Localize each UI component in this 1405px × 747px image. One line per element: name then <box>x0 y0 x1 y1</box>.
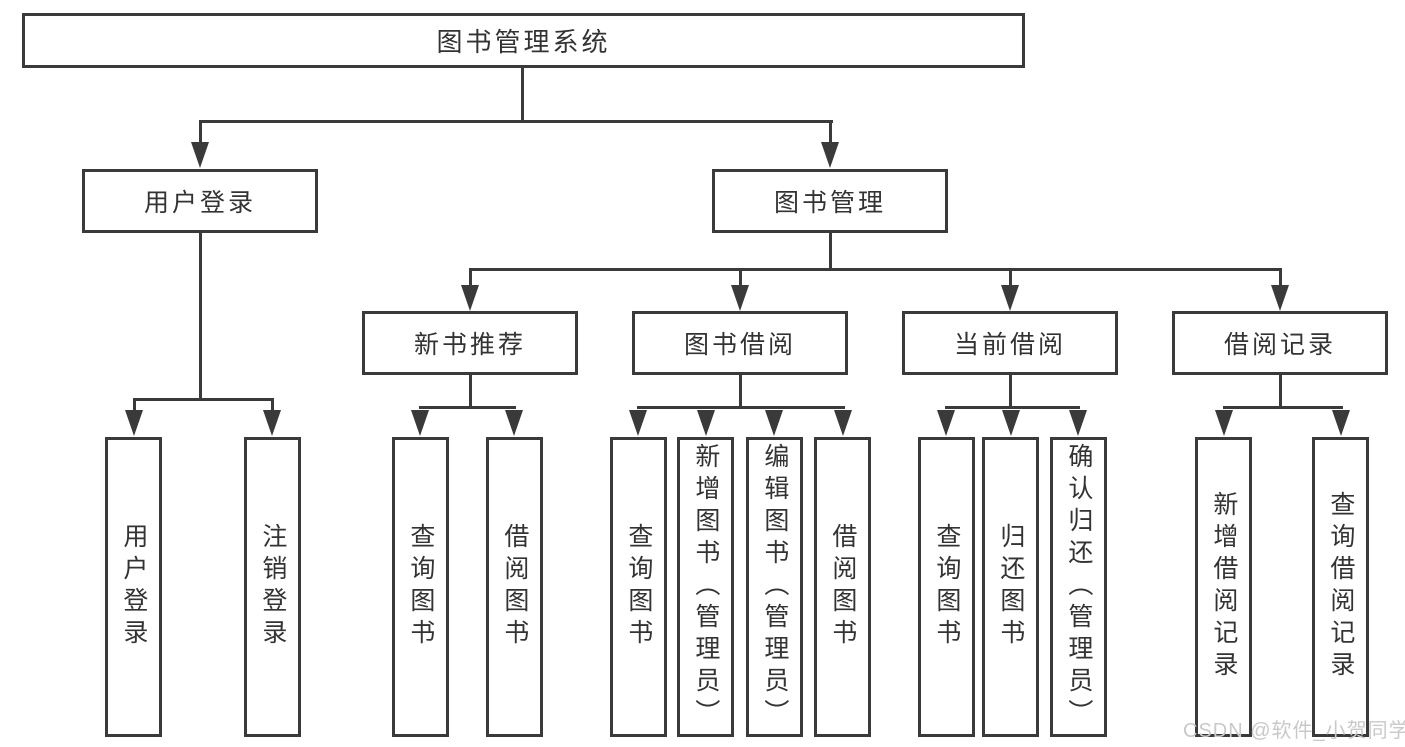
node-book-borrow: 图书借阅 <box>632 311 848 375</box>
leaf-add-book-admin-label: 新增图书（管理员） <box>691 443 720 731</box>
leaf-add-borrow-record-label: 新增借阅记录 <box>1209 491 1238 683</box>
leaf-confirm-return-admin: 确认归还（管理员） <box>1050 437 1107 737</box>
leaf-confirm-return-admin-label: 确认归还（管理员） <box>1064 443 1093 731</box>
edge-level2-rail <box>199 120 833 123</box>
leaf-query-book-3: 查询图书 <box>918 437 975 737</box>
arrow-down-icon <box>1215 410 1233 436</box>
leaf-add-book-admin: 新增图书（管理员） <box>677 437 734 737</box>
node-root: 图书管理系统 <box>22 13 1025 68</box>
leaf-borrow-book-2: 借阅图书 <box>814 437 871 737</box>
node-borrow-record-label: 借阅记录 <box>1223 331 1336 359</box>
leaf-query-book-2: 查询图书 <box>610 437 667 737</box>
edge-book-borrow-rail <box>637 406 845 409</box>
node-borrow-record: 借阅记录 <box>1172 311 1388 375</box>
leaf-logout: 注销登录 <box>244 437 301 737</box>
edge-current-borrow-rail <box>945 406 1080 409</box>
arrow-down-icon <box>1001 285 1019 311</box>
edge-level3-rail <box>469 268 1282 271</box>
leaf-query-book-1-label: 查询图书 <box>406 523 435 651</box>
leaf-borrow-book-1-label: 借阅图书 <box>500 523 529 651</box>
leaf-borrow-book-2-label: 借阅图书 <box>828 523 857 651</box>
edge-book-mgmt-stub <box>829 231 832 271</box>
leaf-return-book: 归还图书 <box>982 437 1039 737</box>
edge-user-login-rail <box>133 398 274 401</box>
leaf-query-borrow-record-label: 查询借阅记录 <box>1326 491 1355 683</box>
edge-shaft <box>133 398 136 413</box>
edge-new-book-rec-stub <box>469 373 472 409</box>
edge-shaft-user-login <box>199 120 202 145</box>
arrow-down-icon <box>125 410 143 436</box>
edge-shaft-book-mgmt <box>829 120 832 145</box>
node-user-login: 用户登录 <box>82 169 318 233</box>
node-root-label: 图书管理系统 <box>436 27 611 57</box>
node-book-mgmt: 图书管理 <box>712 169 948 233</box>
arrow-down-icon <box>263 410 281 436</box>
arrow-down-icon <box>1332 410 1350 436</box>
arrow-down-icon <box>731 285 749 311</box>
arrow-down-icon <box>697 410 715 436</box>
edge-user-login-stub <box>199 231 202 401</box>
arrow-down-icon <box>461 285 479 311</box>
edge-new-book-rec-rail <box>419 406 516 409</box>
arrow-down-icon <box>411 410 429 436</box>
node-user-login-label: 用户登录 <box>143 189 256 217</box>
arrow-down-icon <box>191 142 209 168</box>
leaf-query-book-3-label: 查询图书 <box>932 523 961 651</box>
edge-root-stub <box>521 66 524 122</box>
node-new-book-rec: 新书推荐 <box>362 311 578 375</box>
arrow-down-icon <box>505 410 523 436</box>
arrow-down-icon <box>765 410 783 436</box>
node-book-mgmt-label: 图书管理 <box>773 189 886 217</box>
leaf-add-borrow-record: 新增借阅记录 <box>1195 437 1252 737</box>
arrow-down-icon <box>629 410 647 436</box>
node-current-borrow-label: 当前借阅 <box>953 331 1066 359</box>
arrow-down-icon <box>1002 410 1020 436</box>
leaf-query-book-1: 查询图书 <box>392 437 449 737</box>
leaf-edit-book-admin: 编辑图书（管理员） <box>746 437 803 737</box>
arrow-down-icon <box>821 142 839 168</box>
edge-shaft <box>739 268 742 288</box>
edge-current-borrow-stub <box>1009 373 1012 409</box>
node-new-book-rec-label: 新书推荐 <box>413 331 526 359</box>
leaf-user-login: 用户登录 <box>105 437 162 737</box>
arrow-down-icon <box>834 410 852 436</box>
edge-shaft <box>271 398 274 413</box>
edge-book-borrow-stub <box>739 373 742 409</box>
arrow-down-icon <box>1069 410 1087 436</box>
leaf-return-book-label: 归还图书 <box>996 523 1025 651</box>
edge-shaft <box>1279 268 1282 288</box>
node-current-borrow: 当前借阅 <box>902 311 1118 375</box>
edge-borrow-record-stub <box>1279 373 1282 409</box>
edge-borrow-record-rail <box>1223 406 1343 409</box>
leaf-query-book-2-label: 查询图书 <box>624 523 653 651</box>
arrow-down-icon <box>1271 285 1289 311</box>
leaf-edit-book-admin-label: 编辑图书（管理员） <box>760 443 789 731</box>
leaf-user-login-label: 用户登录 <box>119 523 148 651</box>
edge-shaft <box>1009 268 1012 288</box>
leaf-borrow-book-1: 借阅图书 <box>486 437 543 737</box>
arrow-down-icon <box>937 410 955 436</box>
leaf-query-borrow-record: 查询借阅记录 <box>1312 437 1369 737</box>
node-book-borrow-label: 图书借阅 <box>683 331 796 359</box>
edge-shaft <box>469 268 472 288</box>
csdn-watermark: CSDN @软件_小贺同学 <box>1183 720 1405 742</box>
leaf-logout-label: 注销登录 <box>258 523 287 651</box>
